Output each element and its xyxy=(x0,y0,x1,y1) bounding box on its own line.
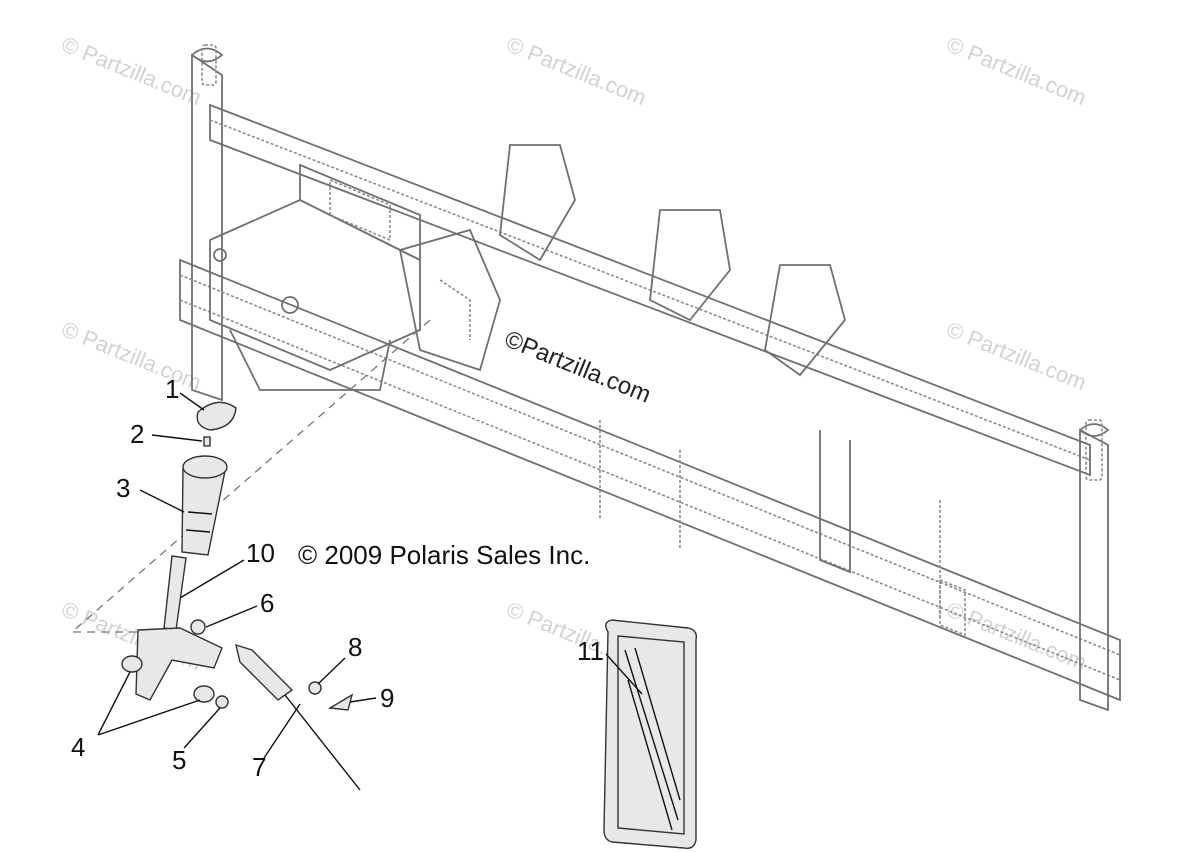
callout-3: 3 xyxy=(116,473,130,503)
callout-8: 8 xyxy=(348,632,362,662)
pin-part xyxy=(203,436,211,447)
parts xyxy=(121,401,698,850)
cotter-pin-part xyxy=(327,693,354,711)
callout-2: 2 xyxy=(130,419,144,449)
clip-part xyxy=(215,695,229,709)
shift-lever-part xyxy=(163,555,187,631)
bushing-part-b xyxy=(193,685,215,703)
callout-4: 4 xyxy=(71,732,85,762)
cable-end-part xyxy=(235,643,294,701)
callout-11: 11 xyxy=(577,636,604,666)
alignment-line xyxy=(70,319,431,633)
copyright-notice: © 2009 Polaris Sales Inc. xyxy=(298,540,590,570)
watermark-mid-left: © Partzilla.com xyxy=(58,316,205,395)
callouts: 1 2 3 4 5 6 7 8 9 10 11 xyxy=(71,374,604,782)
partzilla-watermark: ©Partzilla.com xyxy=(501,326,655,409)
callout-6: 6 xyxy=(260,588,274,618)
knob-cap-part xyxy=(196,401,237,431)
callout-9: 9 xyxy=(380,683,394,713)
chassis-frame xyxy=(179,44,1121,712)
leader-lines xyxy=(97,392,643,759)
watermark-top-left: © Partzilla.com xyxy=(58,31,205,110)
watermark-top-center: © Partzilla.com xyxy=(503,31,650,110)
watermark-mid-right: © Partzilla.com xyxy=(943,316,1090,395)
callout-10: 10 xyxy=(246,538,275,568)
callout-7: 7 xyxy=(252,752,266,782)
watermark-top-right: © Partzilla.com xyxy=(943,31,1090,110)
nut-part xyxy=(190,619,206,635)
callout-5: 5 xyxy=(172,745,186,775)
bushing-part-a xyxy=(121,655,143,673)
callout-1: 1 xyxy=(165,374,179,404)
washer-part xyxy=(308,681,322,695)
